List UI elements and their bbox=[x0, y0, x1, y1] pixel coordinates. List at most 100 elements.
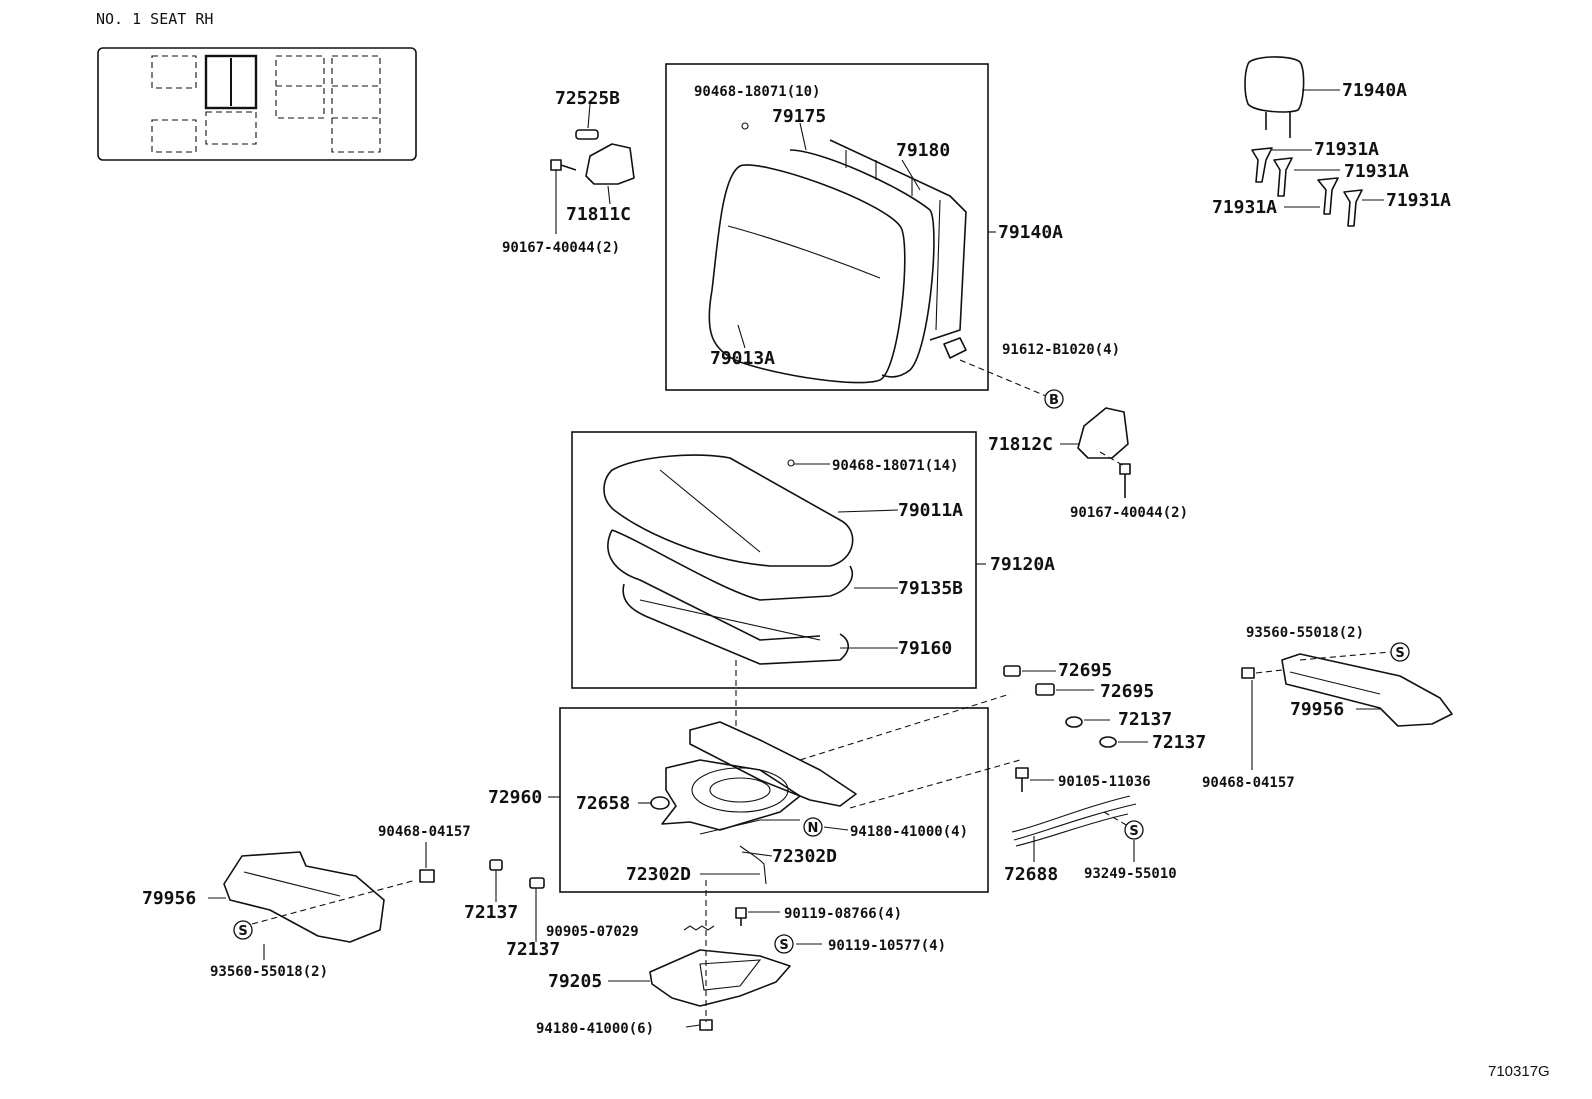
part-label-71812C: 71812C bbox=[988, 434, 1053, 455]
part-label-72960: 72960 bbox=[488, 787, 542, 808]
part-label-90468-18071: 90468-18071(10) bbox=[694, 84, 820, 100]
part-label-93560-55018: 93560-55018(2) bbox=[1246, 625, 1364, 641]
clip-72695-icon bbox=[1035, 683, 1055, 696]
screw-icon bbox=[550, 159, 577, 171]
part-label-72695: 72695 bbox=[1100, 681, 1154, 702]
part-label-72302D: 72302D bbox=[772, 846, 837, 867]
part-label-90119-08766: 90119-08766(4) bbox=[784, 906, 902, 922]
part-label-79175: 79175 bbox=[772, 106, 826, 127]
part-label-79180: 79180 bbox=[896, 140, 950, 161]
clip-72137-icon bbox=[1065, 716, 1083, 728]
headrest-part bbox=[1244, 56, 1305, 138]
part-label-71931A: 71931A bbox=[1344, 161, 1409, 182]
part-label-71931A: 71931A bbox=[1212, 197, 1277, 218]
marker-s-label: S bbox=[238, 924, 247, 939]
part-label-72695: 72695 bbox=[1058, 660, 1112, 681]
part-label-93560-55018: 93560-55018(2) bbox=[210, 964, 328, 980]
cap-72658-icon bbox=[650, 796, 670, 810]
bolt-icon bbox=[735, 907, 747, 926]
marker-s-label: S bbox=[779, 938, 788, 953]
screw-icon bbox=[1119, 463, 1131, 498]
hinge-cover-71812C-part bbox=[1077, 407, 1129, 459]
part-label-79956: 79956 bbox=[1290, 699, 1344, 720]
part-label-90468-04157: 90468-04157 bbox=[1202, 775, 1295, 791]
spring-90905-icon bbox=[683, 925, 715, 931]
part-label-79956: 79956 bbox=[142, 888, 196, 909]
part-label-79160: 79160 bbox=[898, 638, 952, 659]
hog-ring-icon bbox=[741, 122, 749, 130]
part-label-94180-41000: 94180-41000(6) bbox=[536, 1021, 654, 1037]
seatback-cover-part bbox=[708, 164, 906, 384]
seatback-frame-part bbox=[829, 139, 967, 359]
part-label-72302D: 72302D bbox=[626, 864, 691, 885]
marker-s-icon bbox=[233, 920, 253, 940]
side-cover-left-part bbox=[223, 851, 385, 943]
part-label-72137: 72137 bbox=[506, 939, 560, 960]
seatback-assembly-box bbox=[665, 63, 989, 391]
part-label-79140A: 79140A bbox=[998, 222, 1063, 243]
marker-s-label: S bbox=[1129, 824, 1138, 839]
seat-track-assembly-box bbox=[559, 707, 989, 893]
clip-icon bbox=[419, 869, 435, 883]
seat-rh-highlight bbox=[204, 54, 258, 110]
part-label-79013A: 79013A bbox=[710, 348, 775, 369]
seat-locator-map bbox=[97, 47, 417, 161]
cable-72688-part bbox=[1011, 795, 1137, 847]
hog-ring-icon bbox=[787, 459, 795, 467]
hinge-cover-71811C-part bbox=[585, 143, 635, 185]
clip-icon bbox=[1241, 667, 1255, 679]
part-label-90119-10577: 90119-10577(4) bbox=[828, 938, 946, 954]
part-label-79011A: 79011A bbox=[898, 500, 963, 521]
part-label-72688: 72688 bbox=[1004, 864, 1058, 885]
clip-72137-icon bbox=[1099, 736, 1117, 748]
part-label-71940A: 71940A bbox=[1342, 80, 1407, 101]
marker-s-icon bbox=[1390, 642, 1410, 662]
part-label-90905-07029: 90905-07029 bbox=[546, 924, 639, 940]
part-label-72137: 72137 bbox=[1152, 732, 1206, 753]
diagram-title: NO. 1 SEAT RH bbox=[96, 10, 213, 28]
cushion-pad-part bbox=[607, 529, 854, 641]
part-label-79120A: 79120A bbox=[990, 554, 1055, 575]
cover-plate-79205-part bbox=[649, 949, 791, 1007]
cushion-frame-part bbox=[622, 583, 850, 665]
marker-s-icon bbox=[774, 934, 794, 954]
marker-n-label: N bbox=[808, 821, 819, 836]
part-label-72137: 72137 bbox=[464, 902, 518, 923]
seat-cushion-assembly-box bbox=[571, 431, 977, 689]
part-label-79205: 79205 bbox=[548, 971, 602, 992]
clip-72695-icon bbox=[1003, 665, 1021, 677]
part-label-71931A: 71931A bbox=[1314, 139, 1379, 160]
part-label-71811C: 71811C bbox=[566, 204, 631, 225]
cap-72525B-icon bbox=[575, 129, 599, 140]
spring-72302D-part bbox=[739, 845, 767, 885]
clip-72137-icon bbox=[529, 877, 545, 889]
part-label-79135B: 79135B bbox=[898, 578, 963, 599]
bolt-icon bbox=[1015, 767, 1029, 792]
part-label-90167-40044: 90167-40044(2) bbox=[502, 240, 620, 256]
part-label-94180-41000: 94180-41000(4) bbox=[850, 824, 968, 840]
marker-n-icon bbox=[803, 817, 823, 837]
marker-s-icon bbox=[1124, 820, 1144, 840]
part-label-90468-18071: 90468-18071(14) bbox=[832, 458, 958, 474]
part-label-90105-11036: 90105-11036 bbox=[1058, 774, 1151, 790]
part-label-90468-04157: 90468-04157 bbox=[378, 824, 471, 840]
seat-track-part bbox=[661, 721, 857, 835]
part-label-90167-40044: 90167-40044(2) bbox=[1070, 505, 1188, 521]
cushion-cover-part bbox=[603, 454, 854, 567]
part-label-72658: 72658 bbox=[576, 793, 630, 814]
marker-s-label: S bbox=[1395, 646, 1404, 661]
figure-id: 710317G bbox=[1488, 1063, 1550, 1080]
part-label-72137: 72137 bbox=[1118, 709, 1172, 730]
side-cover-right-part bbox=[1281, 653, 1453, 727]
headrest-support-parts bbox=[1251, 147, 1363, 227]
marker-b-label: B bbox=[1049, 393, 1059, 408]
part-label-71931A: 71931A bbox=[1386, 190, 1451, 211]
clip-72137-icon bbox=[489, 859, 503, 871]
part-label-93249-55010: 93249-55010 bbox=[1084, 866, 1177, 882]
part-label-91612-B1020: 91612-B1020(4) bbox=[1002, 342, 1120, 358]
seatback-pad-part bbox=[789, 149, 935, 378]
marker-b-icon bbox=[1044, 389, 1064, 409]
part-label-72525B: 72525B bbox=[555, 88, 620, 109]
